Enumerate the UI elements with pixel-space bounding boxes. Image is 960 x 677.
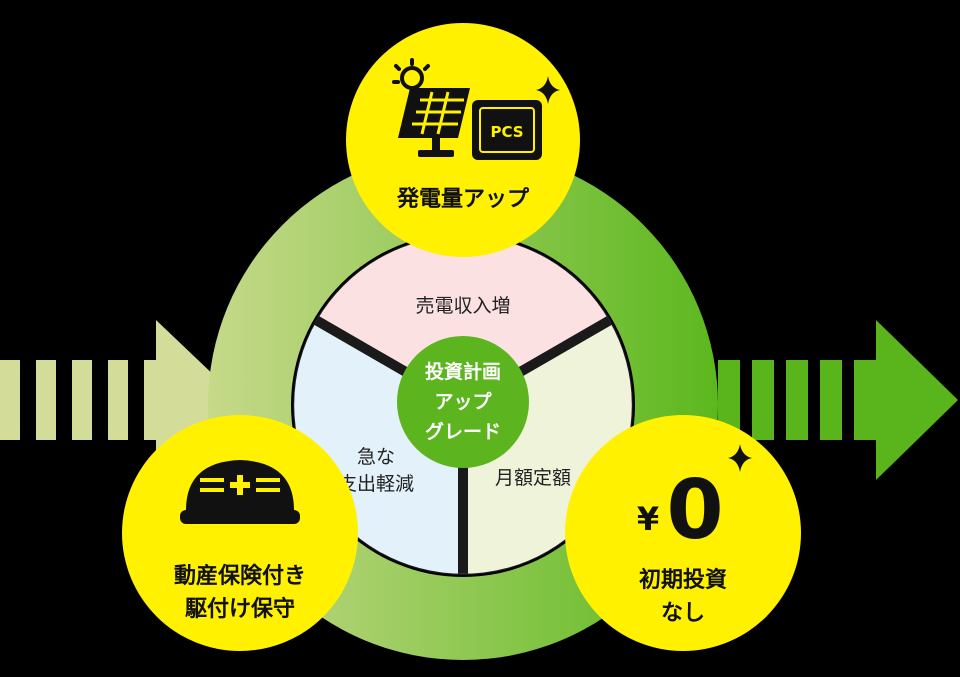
center-line-2: アップ — [434, 390, 492, 413]
pcs-label: PCS — [490, 123, 523, 141]
sparkle-icon — [728, 444, 752, 472]
badge-top-label: 発電量アップ — [396, 187, 530, 212]
sector-left-label-1: 急な — [357, 446, 395, 468]
badge-right-label-2: なし — [661, 601, 705, 626]
badge-left: 動産保険付き 駆付け保守 — [122, 415, 358, 651]
helmet-icon — [180, 460, 300, 524]
right-flow-arrow — [718, 320, 958, 480]
badge-top: PCS 発電量アップ — [346, 23, 580, 257]
badge-left-label-2: 駆付け保守 — [185, 596, 295, 622]
sector-right-label: 月額定額 — [495, 467, 571, 489]
zero-figure: 0 — [666, 463, 723, 558]
solar-panel-pcs-icon — [392, 58, 560, 160]
zero-yen-icon: ¥ 0 — [637, 444, 752, 558]
center-pie — [293, 235, 633, 575]
badge-left-label-1: 動産保険付き — [174, 563, 306, 589]
sector-top-label: 売電収入増 — [415, 295, 510, 317]
badge-right-label-1: 初期投資 — [639, 567, 727, 593]
center-label: 投資計画 アップ グレード — [425, 360, 501, 443]
center-circle — [397, 336, 529, 468]
badge-right: ¥ 0 初期投資 なし — [565, 415, 801, 651]
sector-left-label-2: 支出軽減 — [338, 473, 414, 495]
yen-symbol: ¥ — [637, 500, 659, 538]
center-line-1: 投資計画 — [425, 360, 501, 383]
center-line-3: グレード — [425, 420, 501, 443]
